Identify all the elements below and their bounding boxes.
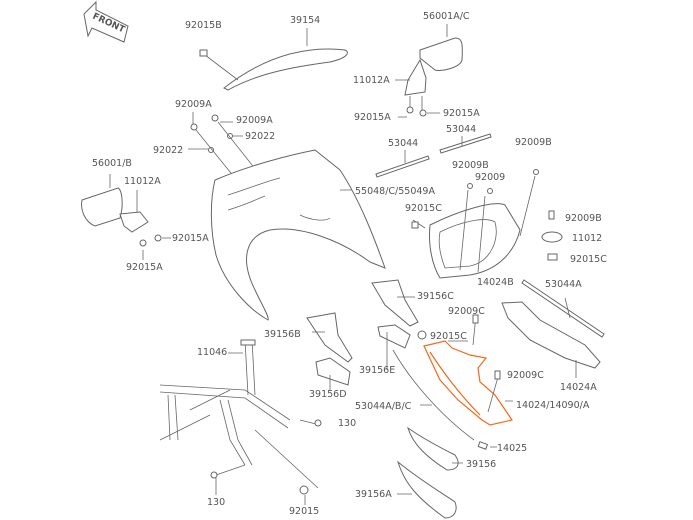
- clip-92015B: [199, 49, 208, 57]
- label-39156A: 39156A: [355, 489, 392, 500]
- label-92015C-2: 92015C: [570, 254, 607, 265]
- mirror-right-part: [395, 24, 463, 118]
- windshield-part: [223, 48, 348, 91]
- label-92015A-right-1: 92015A: [354, 112, 391, 123]
- label-92015B: 92015B: [185, 20, 222, 31]
- label-39156B: 39156B: [264, 329, 301, 340]
- label-92009C-1: 92009C: [448, 306, 485, 317]
- label-92022-2: 92022: [153, 145, 183, 156]
- inner-panel-39156C: [371, 279, 419, 327]
- label-11012: 11012: [572, 233, 602, 244]
- tape-53044: [375, 155, 430, 178]
- label-92015C-1: 92015C: [405, 203, 442, 214]
- clip-92015C: [547, 253, 558, 261]
- label-53044-1: 53044: [388, 138, 418, 149]
- tape-53044ABC: [392, 349, 475, 441]
- inner-panel-39156B: [306, 312, 353, 363]
- inner-panel-39156D: [315, 357, 351, 386]
- grommet-11012: [541, 231, 563, 243]
- label-14024B: 14024B: [477, 277, 514, 288]
- label-39156D: 39156D: [309, 389, 347, 400]
- mirror-left-part: [81, 174, 171, 260]
- label-130-1: 130: [338, 418, 356, 429]
- label-92015A-left-1: 92015A: [172, 233, 209, 244]
- label-92009B-1: 92009B: [515, 137, 552, 148]
- label-39156E: 39156E: [359, 365, 395, 376]
- lower-panel-39156: [407, 426, 459, 471]
- upper-cowl-part: [210, 149, 386, 321]
- label-53044A: 53044A: [545, 279, 582, 290]
- label-14024: 14024/14090/A: [516, 400, 590, 411]
- label-92009A-1: 92009A: [175, 99, 212, 110]
- tape-53044-2: [439, 133, 492, 154]
- meter-panel-part: [429, 203, 521, 279]
- label-92009: 92009: [475, 172, 505, 183]
- label-92015A-right-2: 92015A: [443, 108, 480, 119]
- bolts-92009A: [188, 112, 257, 179]
- label-39154: 39154: [290, 15, 320, 26]
- label-92022-1: 92022: [245, 131, 275, 142]
- lower-panel-39156A: [397, 460, 457, 519]
- front-arrow-icon: FRONT: [83, 0, 129, 43]
- clip-14025: [477, 441, 489, 450]
- label-11046: 11046: [197, 347, 227, 358]
- label-92009B-2: 92009B: [452, 160, 489, 171]
- label-39156: 39156: [466, 459, 496, 470]
- label-11012A-right: 11012A: [353, 75, 390, 86]
- label-55048: 55048/C/55049A: [355, 186, 435, 197]
- label-14024A: 14024A: [560, 382, 597, 393]
- label-130-2: 130: [207, 497, 225, 508]
- bolt-92009B: [548, 210, 555, 220]
- label-92009A-2: 92009A: [236, 115, 273, 126]
- label-53044ABC: 53044A/B/C: [355, 401, 412, 412]
- label-56001B: 56001/B: [92, 158, 132, 169]
- label-53044-2: 53044: [446, 124, 476, 135]
- label-92009C-2: 92009C: [507, 370, 544, 381]
- label-11012A-left: 11012A: [124, 176, 161, 187]
- label-14025: 14025: [497, 443, 527, 454]
- label-92015: 92015: [289, 506, 319, 517]
- label-92009B-3: 92009B: [565, 213, 602, 224]
- label-92015A-left-2: 92015A: [126, 262, 163, 273]
- inner-panel-39156E: [377, 324, 411, 349]
- tape-53044A: [521, 279, 605, 338]
- highlighted-part-14024: [417, 314, 513, 426]
- label-92015C-3: 92015C: [430, 331, 467, 342]
- stay-frame-11046: [159, 339, 322, 505]
- label-56001AC: 56001A/C: [423, 11, 470, 22]
- bracket-14024A: [501, 301, 601, 369]
- label-39156C: 39156C: [417, 291, 454, 302]
